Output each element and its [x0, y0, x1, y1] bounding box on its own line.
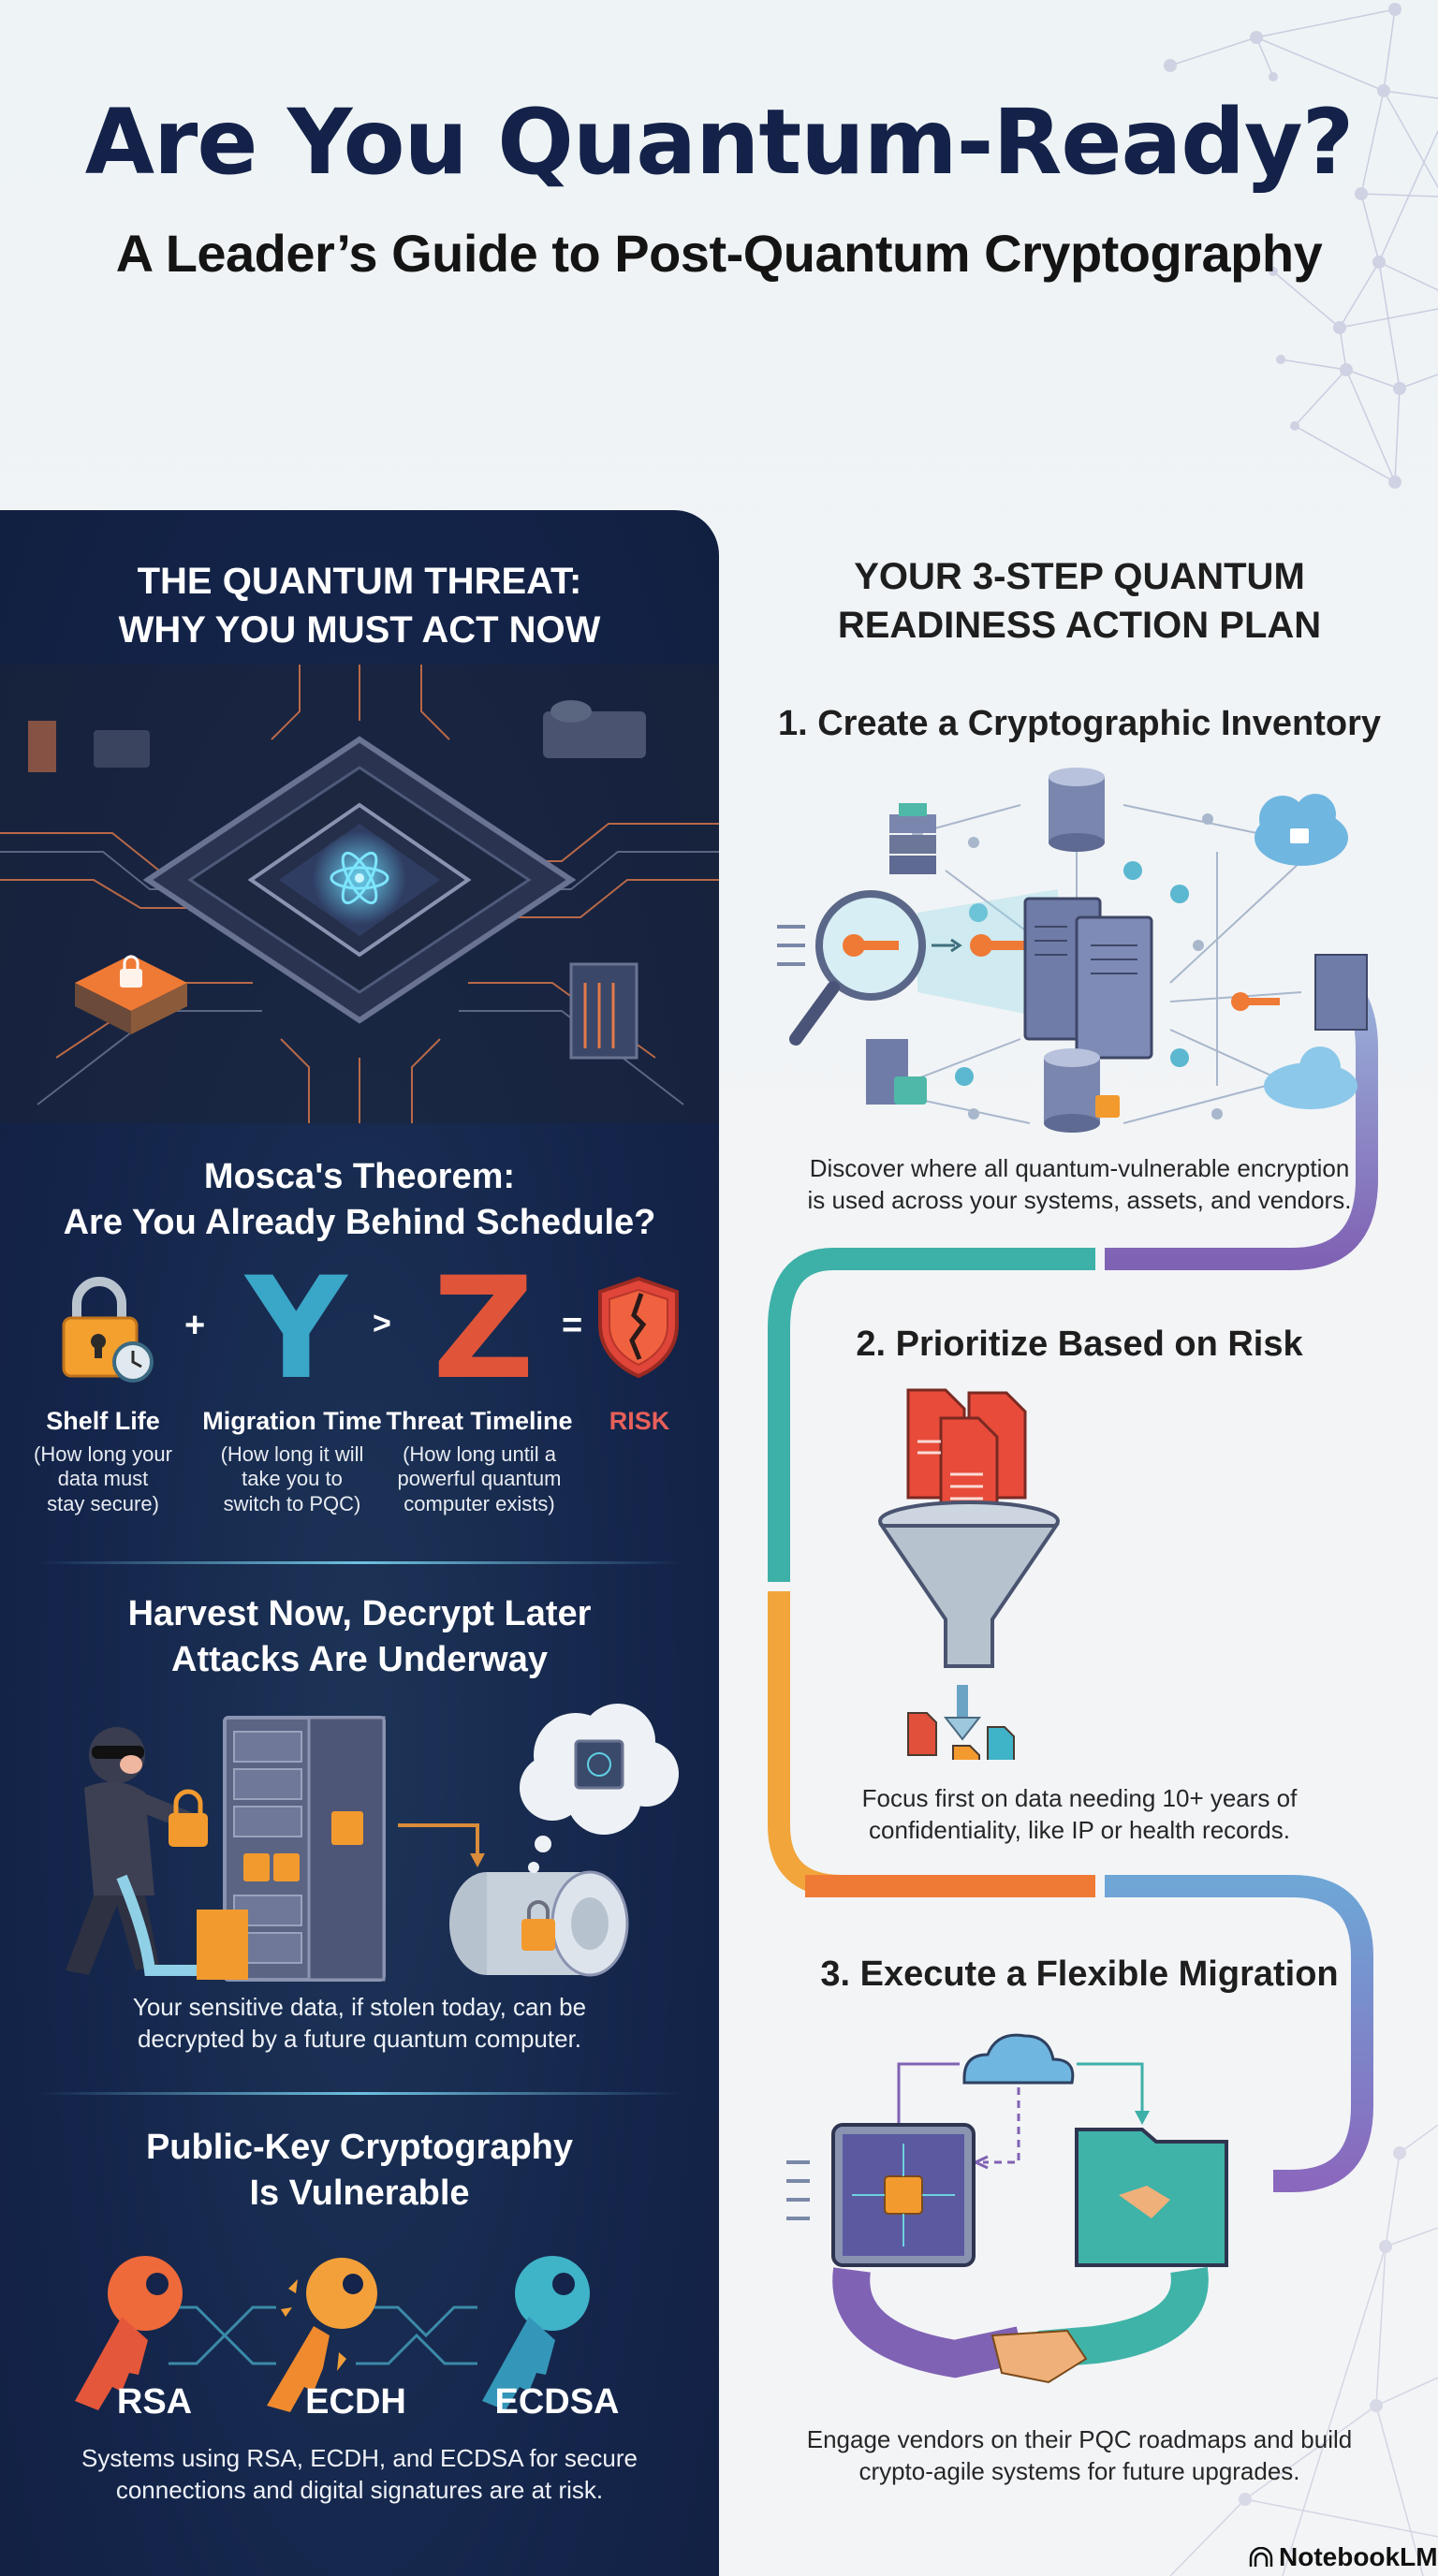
- harvest-heading: Harvest Now, Decrypt Later Attacks Are U…: [0, 1591, 719, 1684]
- rsa-label: RSA: [116, 2382, 193, 2422]
- page-title: Are You Quantum-Ready?: [84, 90, 1355, 195]
- network-decoration-icon: [1164, 3, 1438, 489]
- step-1-desc-line2: is used across your systems, assets, and…: [807, 1185, 1352, 1214]
- migration-time-desc-line: switch to PQC): [223, 1491, 361, 1515]
- ecdsa-label: ECDSA: [494, 2382, 620, 2422]
- risk-label: RISK: [609, 1407, 670, 1435]
- step-3-description: Engage vendors on their PQC roadmaps and…: [721, 2424, 1438, 2488]
- migration-time-desc-line: take you to: [242, 1467, 343, 1491]
- mosca-heading: Mosca's Theorem: Are You Already Behind …: [0, 1154, 719, 1247]
- greater-than-operator: >: [373, 1306, 391, 1341]
- harvest-description: Your sensitive data, if stolen today, ca…: [0, 1992, 719, 2056]
- step-3-desc-line2: crypto-agile systems for future upgrades…: [858, 2456, 1300, 2485]
- mosca-title-line2: Are You Already Behind Schedule?: [63, 1203, 656, 1243]
- action-plan-heading: YOUR 3-STEP QUANTUM READINESS ACTION PLA…: [721, 552, 1438, 650]
- step-1-desc-line1: Discover where all quantum-vulnerable en…: [809, 1154, 1350, 1182]
- harvest-title-line1: Harvest Now, Decrypt Later: [127, 1594, 592, 1633]
- step-3-title: 3. Execute a Flexible Migration: [820, 1954, 1339, 1994]
- flexible-migration-illustration: [786, 2033, 1228, 2384]
- action-plan-heading-line1: YOUR 3-STEP QUANTUM: [854, 556, 1305, 597]
- step-2-desc-line1: Focus first on data needing 10+ years of: [861, 1784, 1298, 1812]
- public-key-heading: Public-Key Cryptography Is Vulnerable: [0, 2125, 719, 2217]
- mosca-title-line1: Mosca's Theorem:: [203, 1157, 516, 1196]
- harvest-now-decrypt-later-illustration: [66, 1704, 679, 1982]
- public-key-title-line2: Is Vulnerable: [249, 2174, 470, 2214]
- threat-timeline-desc-line: (How long until a: [403, 1442, 556, 1466]
- step-1-description: Discover where all quantum-vulnerable en…: [721, 1153, 1438, 1217]
- quantum-threat-panel: THE QUANTUM THREAT: WHY YOU MUST ACT NOW: [0, 510, 719, 2576]
- harvest-desc-line1: Your sensitive data, if stolen today, ca…: [132, 1993, 587, 2021]
- section-divider: [37, 2092, 683, 2095]
- threat-heading-line2: WHY YOU MUST ACT NOW: [118, 609, 601, 651]
- threat-heading-line1: THE QUANTUM THREAT:: [137, 561, 582, 602]
- section-divider: [37, 1561, 683, 1564]
- vulnerable-keys-illustration: [75, 2256, 590, 2412]
- z-variable: Z: [433, 1248, 535, 1411]
- shelf-life-desc-line: stay secure): [47, 1491, 159, 1515]
- public-key-title-line1: Public-Key Cryptography: [145, 2128, 574, 2167]
- page-subtitle: A Leader’s Guide to Post-Quantum Cryptog…: [115, 224, 1323, 283]
- step-2-title: 2. Prioritize Based on Risk: [856, 1325, 1303, 1364]
- threat-timeline-desc-line: powerful quantum: [397, 1467, 562, 1491]
- step-2-desc-line2: confidentiality, like IP or health recor…: [869, 1815, 1290, 1844]
- y-variable: Y: [245, 1248, 347, 1411]
- quantum-chip-icon: [0, 665, 719, 1123]
- threat-timeline-label: Threat Timeline: [386, 1407, 573, 1435]
- harvest-desc-line2: decrypted by a future quantum computer.: [137, 2024, 582, 2053]
- ecdh-key-icon: [267, 2258, 377, 2412]
- notebooklm-branding: NotebookLM: [1249, 2542, 1438, 2572]
- migration-time-desc: (How long it will take you to switch to …: [198, 1442, 386, 1516]
- notebooklm-logo-icon: [1249, 2547, 1273, 2567]
- rsa-key-icon: [75, 2256, 183, 2410]
- step-3-desc-line1: Engage vendors on their PQC roadmaps and…: [806, 2425, 1353, 2453]
- shelf-life-desc: (How long your data must stay secure): [9, 1442, 197, 1516]
- step-2-description: Focus first on data needing 10+ years of…: [721, 1783, 1438, 1847]
- broken-shield-icon: [598, 1276, 679, 1379]
- thief-icon: [66, 1727, 208, 1975]
- ecdh-label: ECDH: [305, 2382, 406, 2422]
- harvest-title-line2: Attacks Are Underway: [171, 1640, 548, 1680]
- threat-timeline-desc: (How long until a powerful quantum compu…: [386, 1442, 573, 1516]
- public-key-description: Systems using RSA, ECDH, and ECDSA for s…: [0, 2443, 719, 2507]
- brand-label: NotebookLM: [1279, 2542, 1438, 2571]
- migration-time-label: Migration Time: [202, 1407, 382, 1435]
- inventory-network-illustration: [777, 768, 1368, 1133]
- plus-operator: +: [184, 1306, 206, 1345]
- action-plan-heading-line2: READINESS ACTION PLAN: [837, 605, 1322, 646]
- step-1-title: 1. Create a Cryptographic Inventory: [777, 704, 1382, 743]
- migration-time-desc-line: (How long it will: [220, 1442, 364, 1466]
- public-key-desc-line2: connections and digital signatures are a…: [115, 2475, 604, 2504]
- risk-funnel-illustration: [878, 1388, 1060, 1760]
- equals-operator: =: [562, 1306, 583, 1345]
- threat-heading: THE QUANTUM THREAT: WHY YOU MUST ACT NOW: [0, 557, 719, 654]
- ecdsa-key-icon: [482, 2256, 590, 2410]
- public-key-desc-line1: Systems using RSA, ECDH, and ECDSA for s…: [81, 2444, 638, 2472]
- shelf-life-desc-line: (How long your: [34, 1442, 172, 1466]
- threat-timeline-desc-line: computer exists): [404, 1491, 555, 1515]
- padlock-clock-icon: [62, 1277, 154, 1383]
- shelf-life-label: Shelf Life: [46, 1407, 160, 1435]
- shelf-life-desc-line: data must: [57, 1467, 149, 1491]
